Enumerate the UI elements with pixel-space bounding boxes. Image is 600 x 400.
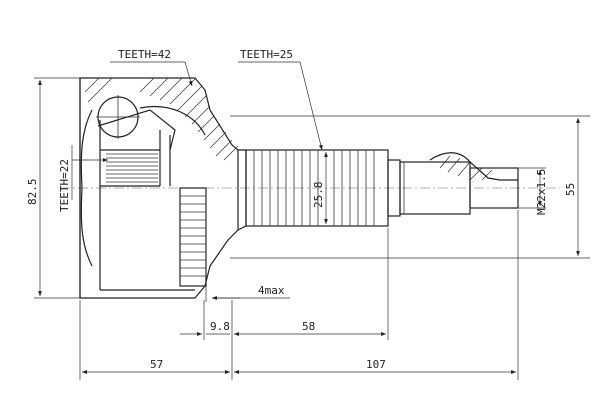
label-dia-total: 55 [564,183,577,196]
ball-cage [96,95,206,151]
label-dia-spline: 25.8 [312,182,325,209]
label-body-len: 57 [150,358,163,371]
label-thread: M22x1.5 [535,169,548,215]
inner-race-splines [106,153,158,183]
label-spline-len: 58 [302,320,315,333]
label-teeth-outer: TEETH=42 [118,48,171,61]
label-dia-outer: 82.5 [26,179,39,206]
abs-ring [179,187,207,287]
label-shaft-len: 107 [366,358,386,371]
label-gap-max: 4max [258,284,285,297]
threaded-end [399,152,519,215]
label-teeth-inner: TEETH=22 [58,159,71,212]
label-offset: 9.8 [210,320,230,333]
label-teeth-spline: TEETH=25 [240,48,293,61]
stub-shaft [237,149,401,231]
